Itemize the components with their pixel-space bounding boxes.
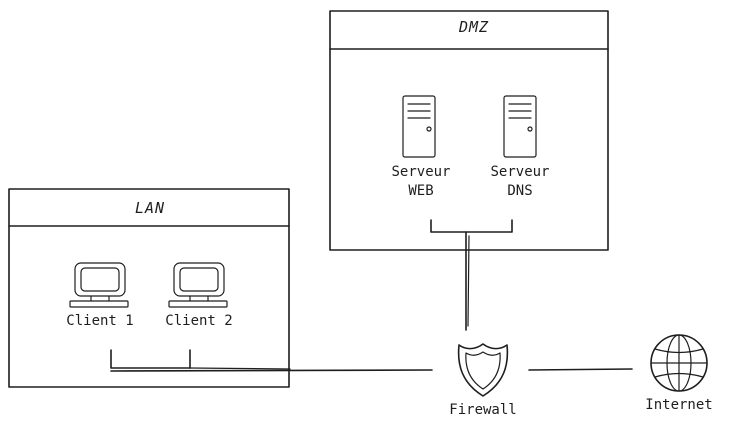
- lan-title: LAN: [134, 199, 166, 217]
- client1-computer-icon: [69, 262, 129, 308]
- firewall-to-internet-link: [528, 368, 633, 371]
- firewall-label: Firewall: [449, 402, 517, 418]
- client1-label: Client 1: [66, 313, 134, 329]
- web-server-icon: [402, 95, 436, 158]
- internet-label: Internet: [645, 397, 713, 413]
- firewall-shield-icon: [457, 343, 509, 397]
- internet-globe-icon: [650, 334, 708, 392]
- dns-server-label-line1: Serveur: [490, 164, 550, 180]
- dns-server-label: Serveur DNS: [480, 163, 560, 201]
- dns-server-label-line2: DNS: [507, 182, 533, 199]
- lan-zone: [8, 188, 290, 388]
- dmz-title: DMZ: [458, 18, 490, 36]
- dns-server-icon: [503, 95, 537, 158]
- dmz-server-bus: [430, 219, 513, 331]
- client2-label: Client 2: [165, 313, 233, 329]
- lan-to-firewall-link: [110, 349, 433, 372]
- client2-computer-icon: [168, 262, 228, 308]
- dmz-zone: [329, 10, 609, 251]
- web-server-label-line2: WEB: [408, 182, 434, 199]
- web-server-label: Serveur WEB: [381, 163, 461, 201]
- web-server-label-line1: Serveur: [391, 164, 451, 180]
